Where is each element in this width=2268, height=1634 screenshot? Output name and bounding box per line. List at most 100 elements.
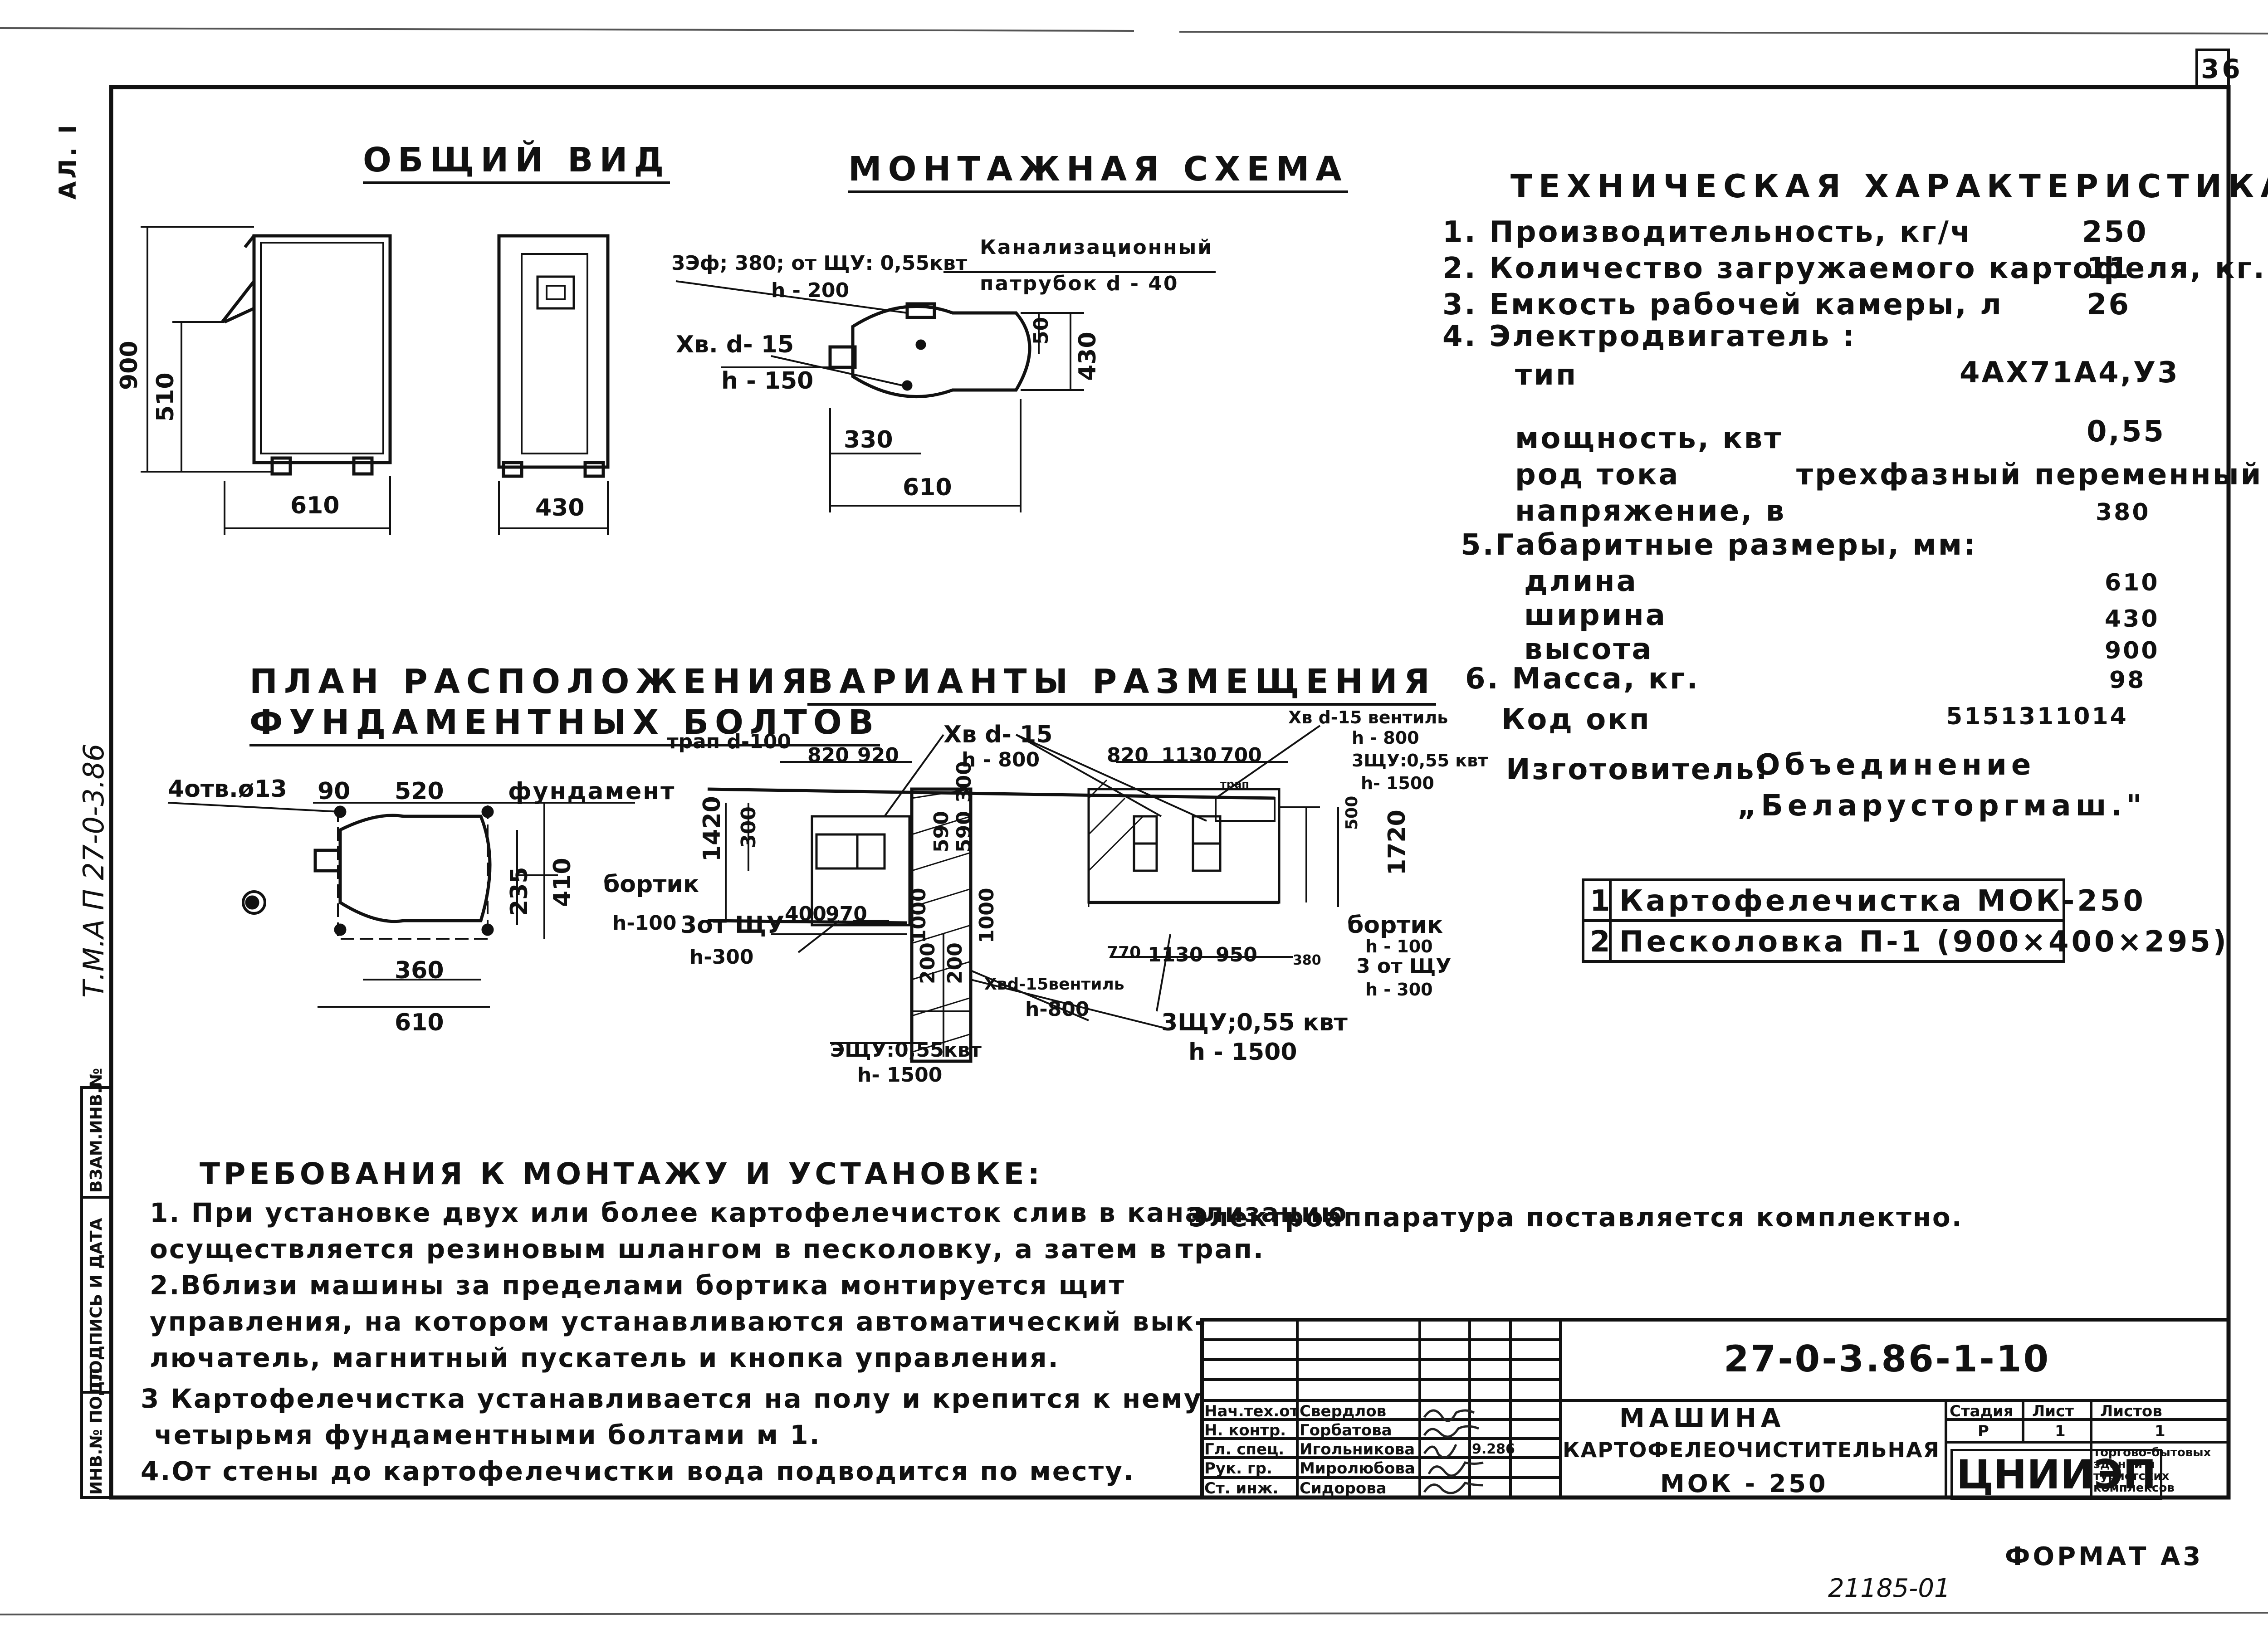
spec-label-1: 1. Производительность, кг/ч <box>1442 215 1972 249</box>
requirement-line-4: управления, на котором устанавливаются а… <box>150 1306 1207 1337</box>
spec-label-power: мощность, квт <box>1515 422 1783 455</box>
spec-value-mass: 98 <box>2109 667 2146 694</box>
format-label: ФОРМАТ А3 <box>2005 1542 2204 1571</box>
mount-drain: Канализационный <box>980 236 1213 259</box>
var-dim-1130b: 1130 <box>1148 943 1203 966</box>
var-water-valve-2: Хв d-15 вентиль <box>1288 707 1448 727</box>
spec-label-height: высота <box>1524 633 1653 666</box>
requirement-line-7: четырьмя фундаментными болтами м 1. <box>154 1419 821 1450</box>
var-trap: трап d-100 <box>667 730 792 753</box>
bolts-holes: 4отв.ø13 <box>168 776 287 803</box>
requirement-line-1: 1. При установке двух или более картофел… <box>150 1197 1348 1228</box>
spec-label-dims: 5.Габаритные размеры, мм: <box>1461 528 1977 562</box>
sheet-value: 1 <box>2055 1422 2066 1440</box>
spec-value-length: 610 <box>2105 569 2160 596</box>
page-number: 36 <box>2201 54 2243 84</box>
person-2: Горбатова <box>1300 1421 1392 1439</box>
requirement-line-5: лючатель, магнитный пускатель и кнопка у… <box>150 1342 1060 1373</box>
mounting-scheme-drawing <box>675 271 1216 512</box>
title-name-3: МОК - 250 <box>1660 1469 1828 1498</box>
var-dim-950: 950 <box>1216 943 1257 966</box>
role-1: Нач.тех.от <box>1204 1402 1299 1420</box>
general-view-drawing <box>141 226 610 535</box>
var-dim-1130: 1130 <box>1161 744 1217 767</box>
var-shu-mid: 3ЩУ;0,55 квт <box>1161 1009 1348 1036</box>
part-no-1: 1 <box>1590 884 1612 918</box>
bolts-dim-520: 520 <box>395 778 444 805</box>
person-5: Сидорова <box>1300 1479 1387 1497</box>
date-mark: 9.286 <box>1472 1441 1515 1457</box>
document-code: 27-0-3.86-1-10 <box>1724 1338 2051 1380</box>
var-shu-bottom-h: h- 1500 <box>857 1063 943 1087</box>
mount-water: Хв. d- 15 <box>676 331 794 358</box>
dim-430-general: 430 <box>535 494 585 522</box>
var-from-shu-h: h-300 <box>689 946 754 969</box>
bolts-dim-360: 360 <box>395 957 444 984</box>
org-logo: ЦНИИЭП <box>1950 1449 2162 1500</box>
role-2: Н. контр. <box>1204 1421 1286 1439</box>
var-border: бортик <box>603 871 699 898</box>
title-block-lines <box>1200 1318 2230 1499</box>
requirement-line-6: 3 Картофелечистка устанавливается на пол… <box>141 1383 1202 1414</box>
var-dim-820b: 820 <box>1107 744 1149 767</box>
var-water-valve: Хвd-15вентиль <box>984 975 1124 994</box>
parts-table-lines <box>1582 878 2065 963</box>
spec-label-voltage: напряжение, в <box>1515 494 1786 528</box>
sheet-header: Лист <box>2032 1402 2074 1420</box>
mount-drain-2: патрубок d - 40 <box>980 272 1179 295</box>
maker-label: Изготовитель: <box>1506 753 1769 786</box>
var-dim-970: 970 <box>826 902 867 926</box>
spec-label-mass: 6. Масса, кг. <box>1465 662 1700 696</box>
var-water-h: h - 800 <box>962 748 1040 771</box>
title-name-1: МАШИНА <box>1619 1404 1785 1433</box>
var-dim-820a: 820 <box>807 744 849 767</box>
archive-number: 21185-01 <box>1828 1574 1950 1603</box>
var-from-shu-2-h: h - 300 <box>1365 980 1433 1000</box>
var-shu-right-h: h- 1500 <box>1361 773 1434 793</box>
var-dim-380: 380 <box>1293 952 1321 968</box>
var-water: Хв d- 15 <box>943 721 1053 748</box>
requirement-line-8: 4.От стены до картофелечистки вода подво… <box>141 1456 1135 1487</box>
person-1: Свердлов <box>1300 1402 1387 1420</box>
spec-value-voltage: 380 <box>2096 499 2151 526</box>
var-border-2: бортик <box>1347 912 1443 939</box>
var-from-shu-2: 3 от ЩУ <box>1356 955 1452 978</box>
var-shu-mid-h: h - 1500 <box>1188 1039 1297 1066</box>
spec-value-power: 0,55 <box>2087 415 2165 449</box>
placement-variants-title: ВАРИАНТЫ РАЗМЕЩЕНИЯ <box>807 662 1436 706</box>
spec-label-current: род тока <box>1515 458 1680 492</box>
bolts-foundation: фундамент <box>508 778 676 805</box>
org-description: торгово-бытовых зданий и туристских комп… <box>2093 1446 2211 1495</box>
electro-note: Электроаппаратура поставляется комплектн… <box>1188 1202 1963 1233</box>
mount-water-h: h - 150 <box>721 367 814 395</box>
part-name-1: Картофелечистка МОК-250 <box>1619 884 2146 918</box>
dim-610-general: 610 <box>290 492 340 519</box>
var-shu-right: 3ЩУ:0,55 квт <box>1352 751 1488 771</box>
var-dim-770: 770 <box>1107 943 1141 962</box>
spec-value-2: 11 <box>2087 252 2131 285</box>
var-water-valve-2-h: h - 800 <box>1352 728 1419 748</box>
requirement-line-2: осуществляется резиновым шлангом в песко… <box>150 1234 1265 1264</box>
spec-label-width: ширина <box>1524 599 1667 632</box>
bolts-plan-title-1: ПЛАН РАСПОЛОЖЕНИЯ <box>249 662 814 701</box>
spec-label-okp: Код окп <box>1501 703 1651 737</box>
placement-variants-drawing <box>707 725 1339 1063</box>
part-no-2: 2 <box>1590 925 1612 959</box>
title-name-2: КАРТОФЕЛЕОЧИСТИТЕЛЬНАЯ <box>1563 1438 1941 1462</box>
role-3: Гл. спец. <box>1204 1440 1285 1458</box>
specs-title: ТЕХНИЧЕСКАЯ ХАРАКТЕРИСТИКА <box>1510 168 2268 205</box>
spec-value-height: 900 <box>2105 637 2160 664</box>
var-trap-2: трап <box>1220 778 1249 790</box>
mounting-scheme-title: МОНТАЖНАЯ СХЕМА <box>848 150 1348 193</box>
sheets-value: 1 <box>2155 1422 2165 1440</box>
stage-value: Р <box>1978 1422 1989 1440</box>
var-border-h: h-100 <box>612 912 677 935</box>
spec-value-1: 250 <box>2082 215 2148 249</box>
requirement-line-3: 2.Вблизи машины за пределами бортика мон… <box>150 1270 1126 1301</box>
var-dim-700: 700 <box>1220 744 1262 767</box>
role-5: Ст. инж. <box>1204 1479 1279 1497</box>
spec-label-type: тип <box>1515 358 1578 392</box>
person-3: Игольникова <box>1300 1440 1415 1458</box>
